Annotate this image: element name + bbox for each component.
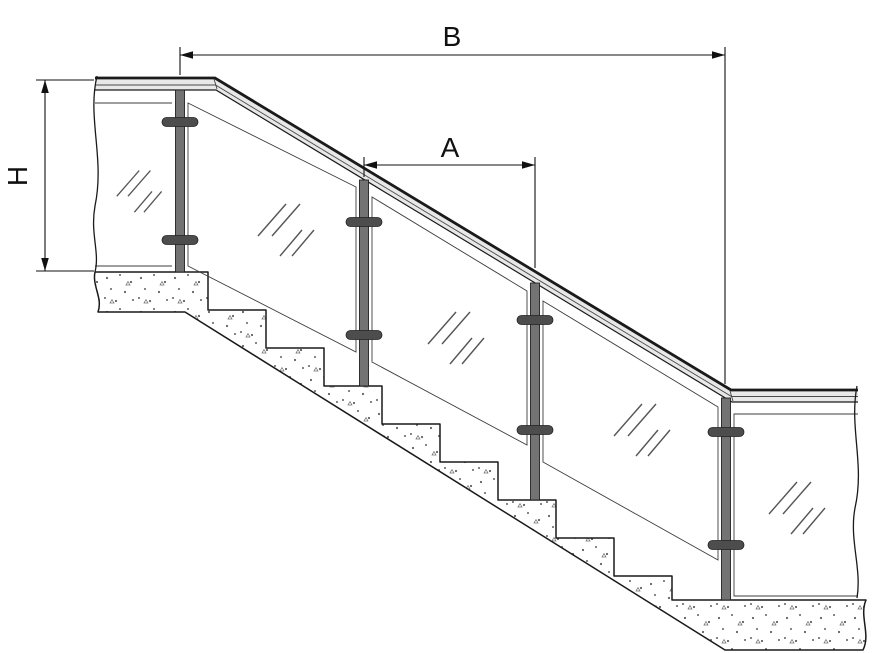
hatch-line: [133, 190, 153, 213]
post-4: [721, 397, 731, 601]
glass-panel-2: [187, 102, 357, 353]
clamp: [345, 217, 383, 227]
dimension-label-a: A: [441, 132, 460, 163]
arrowhead-h-bottom: [41, 258, 49, 271]
arrowhead-a-right: [522, 161, 535, 169]
glass-hatch-3: [427, 311, 485, 365]
hatch-line: [790, 507, 814, 535]
hatch-line: [143, 190, 163, 213]
hatch-line: [441, 311, 471, 345]
concrete-stringer: [93, 271, 867, 651]
clamp: [516, 425, 554, 435]
glass-panel-3: [371, 196, 528, 446]
hatch-line: [279, 229, 303, 257]
railing-posts: [175, 89, 731, 601]
dimension-h: [36, 79, 94, 272]
arrowhead-b-right: [712, 51, 725, 59]
hatch-line: [461, 337, 485, 365]
clamp: [707, 427, 745, 437]
dimension-b: [179, 47, 726, 384]
glass-hatch-4: [613, 403, 671, 457]
hatch-line: [449, 337, 473, 365]
hatch-line: [782, 481, 812, 515]
hatch-line: [768, 481, 798, 515]
hatch-line: [627, 403, 657, 437]
glass-panel-1: [95, 102, 172, 267]
hatch-line: [291, 229, 315, 257]
glass-panel-4: [542, 300, 719, 561]
hatch-line: [802, 507, 826, 535]
arrowhead-h-top: [41, 80, 49, 93]
hatch-line: [257, 203, 287, 237]
hatch-line: [127, 170, 151, 197]
arrowhead-b-left: [180, 51, 193, 59]
glass-panels: [95, 102, 858, 597]
dimension-label-h: H: [2, 166, 33, 186]
glass-hatch-5: [768, 481, 826, 535]
dimension-label-b: B: [443, 21, 462, 52]
handrail-top-edge: [95, 76, 858, 392]
hatch-line: [635, 429, 659, 457]
clamp: [161, 235, 199, 245]
hatch-line: [116, 170, 140, 197]
hatch-line: [647, 429, 671, 457]
hatch-line: [427, 311, 457, 345]
dimension-a: [363, 157, 536, 268]
handrail-bottom-edge: [95, 89, 858, 403]
post-3: [530, 282, 540, 501]
handrail-joint: [729, 390, 734, 402]
hatch-line: [271, 203, 301, 237]
glass-panel-5: [733, 413, 858, 597]
handrail-joint: [213, 78, 218, 90]
clamp: [707, 540, 745, 550]
glass-clamps: [161, 117, 745, 550]
post-1: [175, 89, 185, 273]
handrail-body: [95, 78, 858, 402]
post-2: [359, 179, 369, 387]
break-lines: [92, 75, 860, 599]
break-line-left: [92, 75, 99, 273]
break-line-right: [852, 385, 860, 599]
glass-hatch-1: [116, 170, 163, 213]
clamp: [516, 315, 554, 325]
clamp: [161, 117, 199, 127]
hatch-line: [613, 403, 643, 437]
handrail: [95, 76, 858, 403]
handrail-inner-line: [95, 84, 858, 397]
clamp: [345, 330, 383, 340]
glass-hatch-2: [257, 203, 315, 257]
arrowhead-a-left: [364, 161, 377, 169]
